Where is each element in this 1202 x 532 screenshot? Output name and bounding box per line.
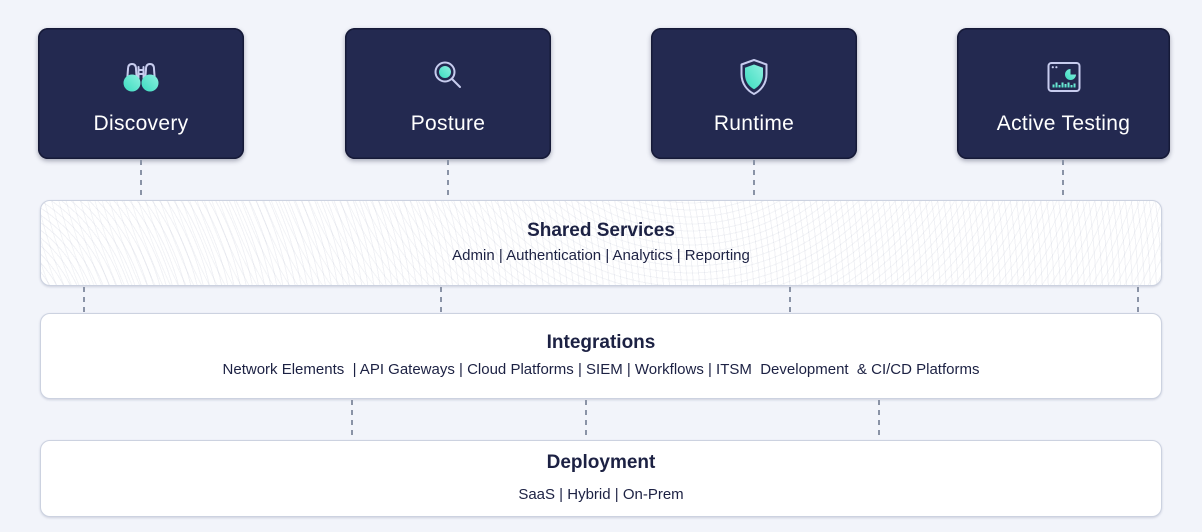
- connector-active-testing-shared: [1062, 160, 1064, 200]
- layer-shared-services: Shared Services Admin | Authentication |…: [40, 200, 1162, 286]
- analytics-window-icon: [1040, 53, 1088, 101]
- shield-icon: [730, 53, 778, 101]
- module-label: Discovery: [93, 112, 189, 135]
- connector-posture-shared: [447, 160, 449, 200]
- module-label: Posture: [410, 112, 486, 135]
- layer-deployment: Deployment SaaS | Hybrid | On-Prem: [40, 440, 1162, 517]
- connector-discovery-shared: [140, 160, 142, 200]
- connector-shared-integrations-4: [1137, 287, 1139, 313]
- layer-title: Shared Services: [527, 219, 675, 241]
- module-discovery: Discovery: [38, 28, 244, 159]
- layer-subtitle: SaaS | Hybrid | On-Prem: [518, 485, 684, 503]
- layer-integrations: Integrations Network Elements | API Gate…: [40, 313, 1162, 399]
- binoculars-icon: [117, 53, 165, 101]
- connector-integrations-deployment-3: [878, 400, 880, 439]
- module-active-testing: Active Testing: [957, 28, 1170, 159]
- layer-title: Deployment: [546, 451, 656, 473]
- module-label: Active Testing: [996, 112, 1131, 135]
- connector-runtime-shared: [753, 160, 755, 200]
- connector-shared-integrations-2: [440, 287, 442, 313]
- module-runtime: Runtime: [651, 28, 857, 159]
- module-label: Runtime: [713, 112, 795, 135]
- layer-title: Integrations: [546, 331, 656, 353]
- connector-shared-integrations-3: [789, 287, 791, 313]
- layer-subtitle: Admin | Authentication | Analytics | Rep…: [452, 246, 750, 264]
- connector-shared-integrations-1: [83, 287, 85, 313]
- connector-integrations-deployment-2: [585, 400, 587, 439]
- magnifier-icon: [424, 53, 472, 101]
- connector-integrations-deployment-1: [351, 400, 353, 439]
- layer-subtitle: Network Elements | API Gateways | Cloud …: [222, 360, 980, 378]
- module-posture: Posture: [345, 28, 551, 159]
